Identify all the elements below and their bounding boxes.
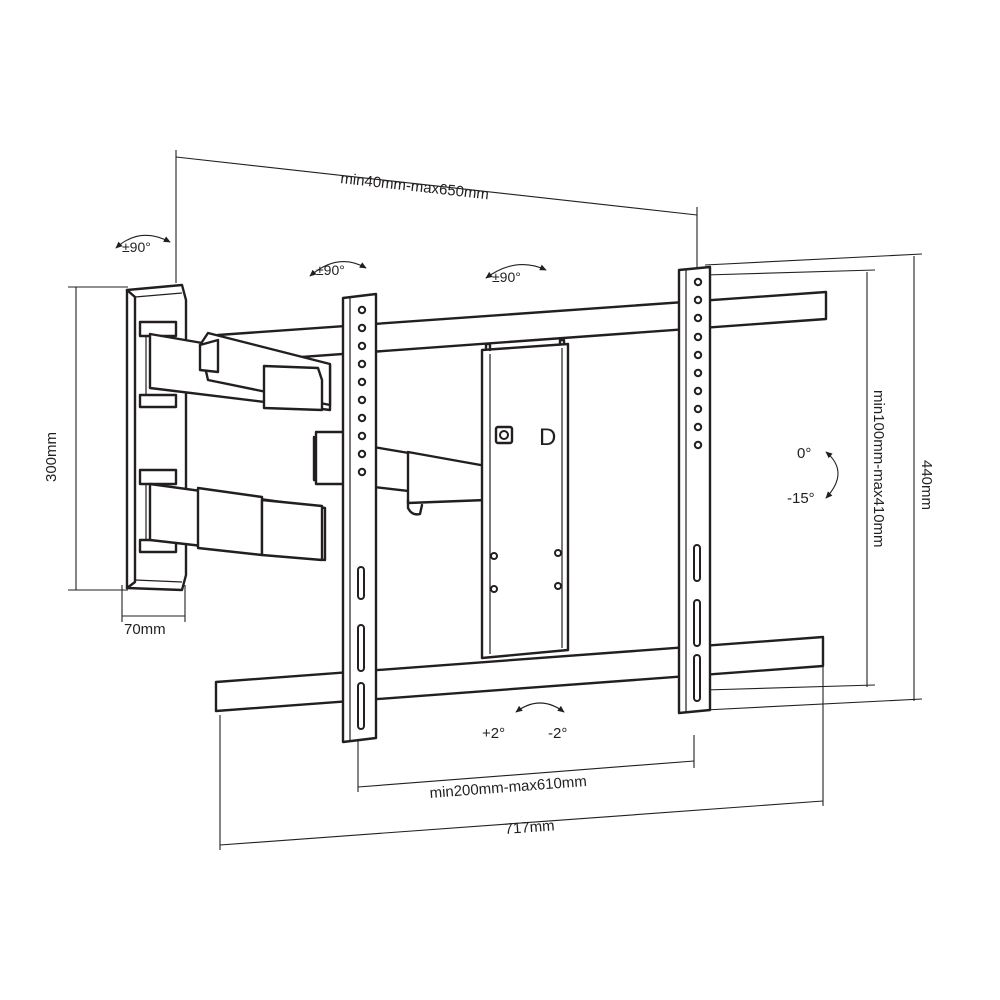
- total-height-label: 440mm: [918, 460, 935, 510]
- tilt-bottom-label: -15°: [787, 490, 815, 507]
- vertical-hole-spacing-label: min100mm-max410mm: [870, 390, 887, 548]
- arm-extension-label: min40mm-max650mm: [340, 170, 490, 203]
- upper-arm-joint: [262, 364, 324, 412]
- lower-arm-inner: [196, 486, 264, 557]
- level-right-label: -2°: [548, 725, 567, 742]
- rotation-arrows: [115, 234, 839, 713]
- head-swivel-label: ±90°: [492, 269, 521, 285]
- bracket-mark: D: [539, 424, 556, 451]
- total-width-label: 717mm: [504, 817, 555, 838]
- wall-plate-height-label: 300mm: [43, 432, 60, 482]
- wall-plate-depth-label: 70mm: [124, 621, 166, 638]
- right-vertical-strap: [677, 265, 712, 715]
- dimension-lines: [68, 150, 923, 850]
- wall-swivel-label: ±90°: [122, 239, 151, 255]
- head-bracket: [480, 338, 570, 660]
- tilt-top-label: 0°: [797, 445, 811, 462]
- upper-arm-elbow: [198, 338, 220, 374]
- lower-arm-joint: [260, 498, 324, 562]
- arm-swivel-label: ±90°: [316, 262, 345, 278]
- center-arm-inner: [406, 450, 488, 505]
- horizontal-hole-spacing-label: min200mm-max610mm: [429, 773, 587, 802]
- left-vertical-strap: [341, 292, 378, 744]
- level-left-label: +2°: [482, 725, 505, 742]
